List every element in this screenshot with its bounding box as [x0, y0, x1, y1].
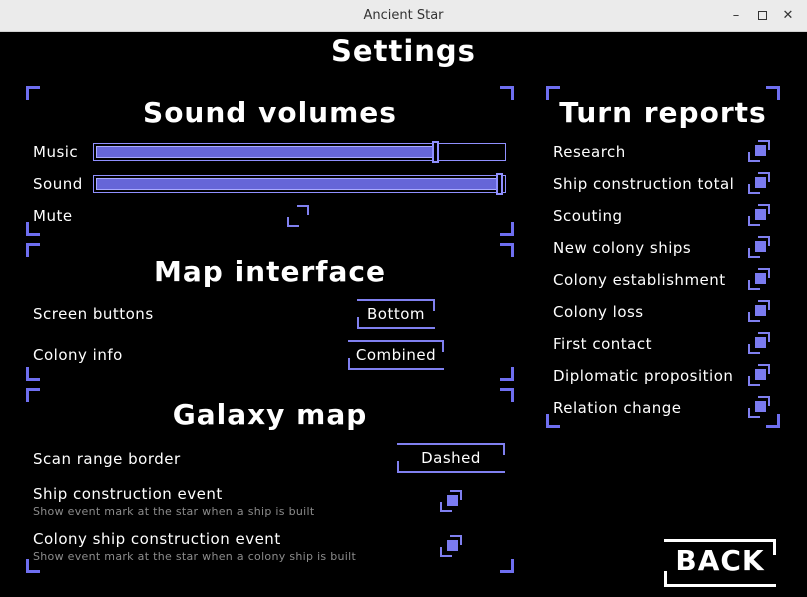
maximize-icon [757, 11, 767, 20]
close-button[interactable]: ✕ [782, 8, 794, 23]
screen-buttons-dropdown[interactable]: Bottom [357, 299, 435, 329]
turn-report-checkbox[interactable] [748, 300, 770, 322]
checkmark-icon [755, 209, 766, 220]
sound-volumes-title: Sound volumes [143, 96, 397, 129]
sound-volumes-panel: Sound volumes Music Sound Mute [26, 86, 514, 236]
colony-info-value: Combined [355, 346, 437, 364]
turn-report-checkbox[interactable] [748, 172, 770, 194]
sound-label: Sound [33, 175, 83, 193]
turn-report-checkbox[interactable] [748, 140, 770, 162]
music-slider-fill [96, 146, 436, 158]
colony-event-checkbox[interactable] [440, 535, 462, 557]
checkmark-icon [755, 241, 766, 252]
checkmark-icon [755, 305, 766, 316]
turn-report-label: Diplomatic proposition [553, 367, 734, 385]
scan-range-label: Scan range border [33, 450, 181, 468]
music-slider-handle[interactable] [432, 141, 439, 163]
window-title: Ancient Star [363, 8, 444, 23]
turn-report-label: Ship construction total [553, 175, 735, 193]
mute-checkbox[interactable] [287, 205, 309, 227]
music-slider[interactable] [93, 141, 506, 163]
minimize-button[interactable]: – [732, 8, 740, 23]
galaxy-map-panel: Galaxy map Scan range border Dashed Ship… [26, 388, 514, 573]
checkmark-icon [447, 495, 458, 506]
turn-report-checkbox[interactable] [748, 236, 770, 258]
scan-range-dropdown[interactable]: Dashed [397, 443, 505, 473]
screen-buttons-label: Screen buttons [33, 305, 154, 323]
map-interface-panel: Map interface Screen buttons Bottom Colo… [26, 243, 514, 381]
mute-label: Mute [33, 207, 73, 225]
window-titlebar: Ancient Star – ✕ [0, 0, 807, 32]
turn-report-checkbox[interactable] [748, 268, 770, 290]
scan-range-value: Dashed [421, 449, 481, 467]
turn-report-label: Colony establishment [553, 271, 726, 289]
ship-event-description: Show event mark at the star when a ship … [33, 505, 315, 518]
colony-event-label: Colony ship construction event [33, 530, 281, 548]
ship-event-label: Ship construction event [33, 485, 223, 503]
checkmark-icon [447, 540, 458, 551]
checkmark-icon [755, 369, 766, 380]
page-title: Settings [331, 34, 476, 68]
turn-report-label: New colony ships [553, 239, 692, 257]
sound-slider-fill [96, 178, 501, 190]
turn-report-label: Colony loss [553, 303, 644, 321]
checkmark-icon [755, 177, 766, 188]
turn-report-checkbox[interactable] [748, 204, 770, 226]
checkmark-icon [755, 401, 766, 412]
music-label: Music [33, 143, 79, 161]
checkmark-icon [755, 145, 766, 156]
turn-report-label: Relation change [553, 399, 682, 417]
ship-event-checkbox[interactable] [440, 490, 462, 512]
checkmark-icon [755, 273, 766, 284]
screen-buttons-value: Bottom [366, 305, 426, 323]
colony-info-dropdown[interactable]: Combined [348, 340, 444, 370]
back-button[interactable]: BACK [664, 539, 776, 587]
turn-report-label: Scouting [553, 207, 623, 225]
colony-event-description: Show event mark at the star when a colon… [33, 550, 357, 563]
colony-info-label: Colony info [33, 346, 123, 364]
map-interface-title: Map interface [154, 255, 386, 288]
galaxy-map-title: Galaxy map [172, 398, 368, 431]
turn-report-label: Research [553, 143, 626, 161]
turn-reports-title: Turn reports [559, 96, 767, 129]
turn-report-checkbox[interactable] [748, 332, 770, 354]
sound-slider-handle[interactable] [496, 173, 503, 195]
back-button-label: BACK [675, 544, 765, 577]
sound-slider[interactable] [93, 173, 506, 195]
turn-report-label: First contact [553, 335, 652, 353]
checkmark-icon [755, 337, 766, 348]
maximize-button[interactable] [752, 6, 772, 26]
turn-report-checkbox[interactable] [748, 364, 770, 386]
turn-report-checkbox[interactable] [748, 396, 770, 418]
